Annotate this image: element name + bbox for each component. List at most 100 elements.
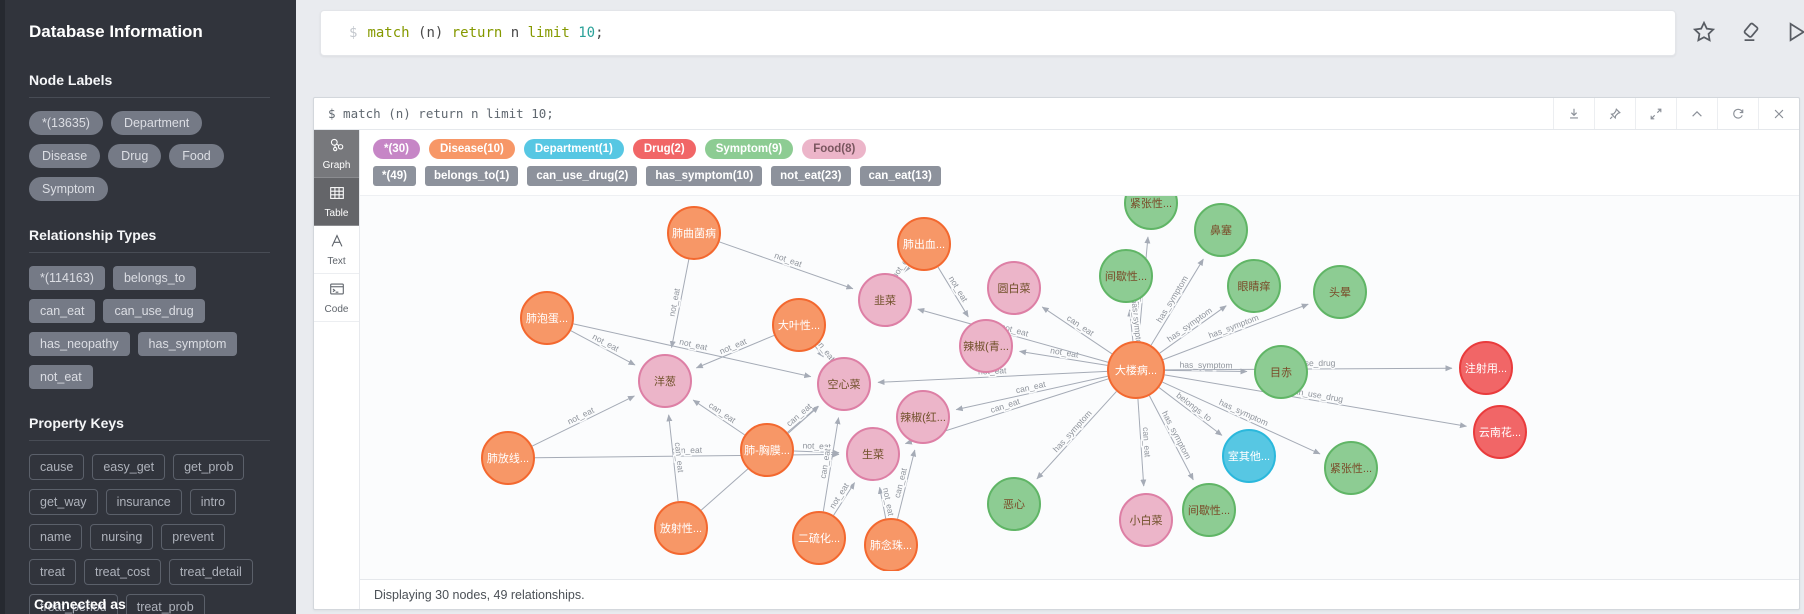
graph-edge[interactable] [955,375,1108,412]
tab-code[interactable]: Code [314,274,359,322]
graph-edge[interactable] [1036,391,1117,480]
graph-node[interactable]: 放射性... [654,501,708,555]
run-query-button[interactable] [1782,18,1804,45]
node-label-pill[interactable]: Department [110,111,203,135]
cypher-editor[interactable]: $ match (n) return n limit 10; [320,10,1676,56]
graph-node[interactable]: 生菜 [846,427,900,481]
graph-edge[interactable] [1159,305,1227,354]
relationship-type-pill[interactable]: can_use_drug [103,299,205,323]
close-icon[interactable] [1758,98,1799,129]
graph-edge[interactable] [937,266,969,318]
frame-query-text[interactable]: $ match (n) return n limit 10; [328,106,554,121]
pin-icon[interactable] [1594,98,1635,129]
node-label-pill[interactable]: Drug [108,144,162,168]
graph-node[interactable]: 目赤 [1254,345,1308,399]
relationship-count-pill[interactable]: *(49) [373,166,416,186]
relationship-count-pill[interactable]: can_use_drug(2) [527,166,638,186]
graph-edge[interactable] [1162,303,1309,361]
relationship-count-pill[interactable]: has_symptom(10) [646,166,763,186]
graph-edge[interactable] [695,334,775,369]
graph-node[interactable]: 圆白菜 [987,261,1041,315]
graph-edge[interactable] [692,399,745,436]
node-count-pill[interactable]: Disease(10) [428,139,515,159]
graph-edge[interactable] [570,330,636,366]
relationship-count-pill[interactable]: not_eat(23) [771,166,851,186]
graph-node[interactable]: 辣椒(青... [959,319,1013,373]
relationship-type-pill[interactable]: *(114163) [29,266,105,290]
graph-edge[interactable] [833,482,856,516]
property-key-pill[interactable]: nursing [90,524,154,550]
property-key-pill[interactable]: prevent [161,524,225,550]
graph-edge[interactable] [877,370,1108,386]
tab-text[interactable]: Text [314,226,359,274]
graph-edge[interactable] [1164,368,1248,375]
property-key-pill[interactable]: get_way [29,489,98,515]
graph-edge[interactable] [573,323,812,379]
graph-node[interactable]: 恶心 [987,477,1041,531]
graph-node[interactable]: 室其他... [1222,429,1276,483]
property-key-pill[interactable]: treat_period [29,594,118,614]
graph-node[interactable]: 紧张性... [1324,441,1378,495]
graph-edge[interactable] [877,486,887,519]
graph-node[interactable]: 肺念珠... [864,518,918,571]
property-key-pill[interactable]: get_prob [173,454,245,480]
graph-node[interactable]: 辣椒(红... [896,390,950,444]
favorite-star-button[interactable] [1690,18,1717,45]
graph-edge[interactable] [669,259,690,349]
graph-edge[interactable] [532,395,635,447]
graph-node[interactable]: 鼻塞 [1194,203,1248,257]
graph-node[interactable]: 注射用... [1459,341,1513,395]
node-count-pill[interactable]: *(30) [373,139,420,159]
node-count-pill[interactable]: Food(8) [802,139,867,159]
graph-edge[interactable] [1019,349,1108,366]
graph-edge[interactable] [1148,395,1194,481]
graph-edge[interactable] [1162,381,1321,455]
node-count-pill[interactable]: Department(1) [523,139,624,159]
node-label-pill[interactable]: Disease [29,144,101,168]
graph-node[interactable]: 小白菜 [1119,493,1173,547]
graph-node[interactable]: 肺出血... [897,217,951,271]
property-key-pill[interactable]: treat_cost [84,559,161,585]
graph-node[interactable]: 大楼病... [1107,341,1165,399]
relationship-count-pill[interactable]: belongs_to(1) [424,166,519,186]
graph-node[interactable]: 肺放线... [481,431,535,485]
property-key-pill[interactable]: insurance [105,489,182,515]
property-key-pill[interactable]: treat_detail [168,559,253,585]
fullscreen-icon[interactable] [1635,98,1676,129]
graph-edge[interactable] [1164,374,1467,429]
relationship-type-pill[interactable]: not_eat [29,365,93,389]
graph-node[interactable]: 二硫化... [792,511,846,565]
graph-edge[interactable] [1150,258,1204,346]
graph-edge[interactable] [1041,306,1113,355]
property-key-pill[interactable]: name [29,524,83,550]
property-key-pill[interactable]: treat [29,559,77,585]
node-label-pill[interactable]: Food [169,144,224,168]
graph-edge[interactable] [793,449,840,456]
node-label-pill[interactable]: *(13635) [29,111,103,135]
relationship-type-pill[interactable]: has_neopathy [29,332,130,356]
tab-graph[interactable]: Graph [314,130,359,178]
relationship-type-pill[interactable]: has_symptom [137,332,238,356]
graph-edge[interactable] [904,265,911,273]
graph-edge[interactable] [814,346,824,358]
graph-edge[interactable] [822,417,841,512]
graph-node[interactable]: 肺-胸膜... [740,423,794,477]
property-key-pill[interactable]: cause [29,454,85,480]
graph-node[interactable]: 肺泡蛋... [520,291,574,345]
property-key-pill[interactable]: easy_get [92,454,166,480]
graph-edge[interactable] [917,307,1109,363]
graph-node[interactable]: 空心菜 [817,357,871,411]
tab-table[interactable]: Table [314,178,359,226]
graph-node[interactable]: 大叶性... [772,298,826,352]
node-count-pill[interactable]: Drug(2) [632,139,696,159]
node-label-pill[interactable]: Symptom [29,177,108,201]
graph-node[interactable]: 肺曲菌病 [667,206,721,260]
graph-edge[interactable] [1127,309,1134,342]
graph-node[interactable]: 云南花... [1473,405,1527,459]
download-icon[interactable] [1553,98,1594,129]
graph-node[interactable]: 间歇性... [1182,483,1236,537]
graph-edge[interactable] [666,414,679,502]
node-count-pill[interactable]: Symptom(9) [704,139,794,159]
collapse-icon[interactable] [1676,98,1717,129]
property-key-pill[interactable]: intro [189,489,237,515]
